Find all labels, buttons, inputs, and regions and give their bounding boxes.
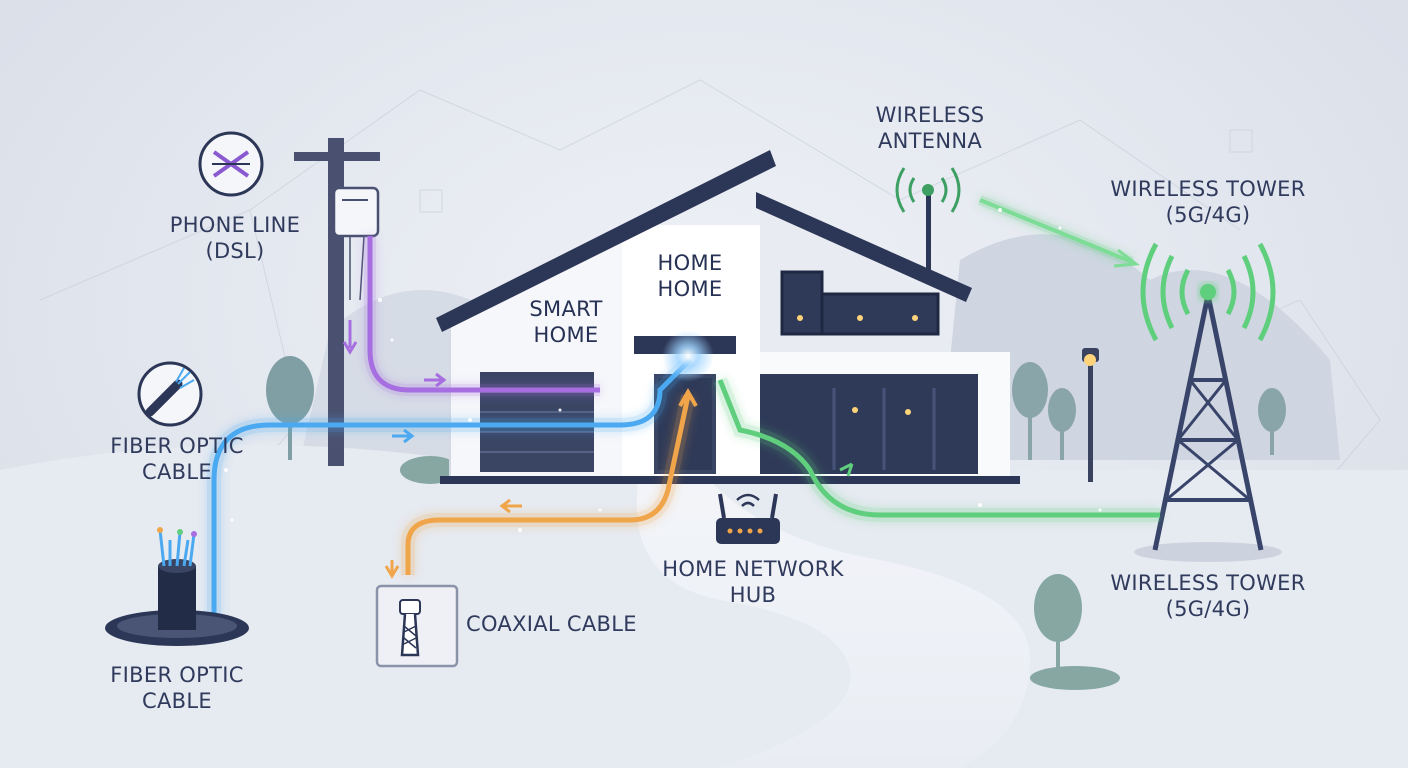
wireless-tower-label-top: WIRELESS TOWER (5G/4G) [1096,176,1320,228]
roof-left [436,150,776,332]
wireless-tower-top-line2: (5G/4G) [1165,203,1251,227]
wireless-connection [713,195,1160,522]
street-lamp [1082,348,1099,482]
coaxial-wall-box [375,584,459,668]
home-home-line1: HOME [657,251,723,275]
trees [266,356,1286,690]
phone-line-icon [198,131,264,197]
home-network-hub-line2: HUB [729,583,777,607]
fiber-connection [207,355,695,630]
smart-home-line1: SMART [529,297,603,321]
phone-line-label: PHONE LINE (DSL) [160,212,310,264]
wireless-tower-top-line1: WIRELESS TOWER [1110,177,1306,201]
wireless-tower-bottom-line2: (5G/4G) [1165,597,1251,621]
roof-right [756,192,972,302]
fiber-optic-label-bottom: FIBER OPTIC CABLE [92,662,262,714]
coaxial-cable-line1: COAXIAL CABLE [466,612,637,636]
router-icon [716,493,780,544]
wireless-antenna-line2: ANTENNA [877,129,983,153]
wireless-tower [1134,242,1282,562]
dsl-connection [342,236,600,396]
home-network-hub-line1: HOME NETWORK [662,557,844,581]
smart-home-line2: HOME [533,323,599,347]
sparkles [224,208,1102,532]
coaxial-connection [384,387,698,579]
hub-glow [662,330,714,382]
fiber-optic-label-top: FIBER OPTIC CABLE [92,433,262,485]
wireless-antenna-label: WIRELESS ANTENNA [855,102,1005,154]
fiber-optic-top-line2: CABLE [142,460,212,484]
coaxial-cable-label: COAXIAL CABLE [466,611,650,637]
fiber-optic-bottom-line1: FIBER OPTIC [110,663,244,687]
smart-home-label: SMART HOME [506,296,626,348]
home-network-hub-label: HOME NETWORK HUB [650,556,856,608]
wireless-antenna [895,167,961,270]
wireless-tower-bottom-line1: WIRELESS TOWER [1110,571,1306,595]
utility-pole [294,138,380,466]
fiber-cable-bundle [105,527,249,646]
fiber-optic-top-line1: FIBER OPTIC [110,434,244,458]
home-home-line2: HOME [657,277,723,301]
phone-line-label-line1: PHONE LINE [169,213,301,237]
phone-line-label-line2: (DSL) [205,239,265,263]
fiber-optic-cable-icon [137,361,203,427]
wireless-antenna-line1: WIRELESS [875,103,985,127]
home-home-label: HOME HOME [630,250,750,302]
fiber-optic-bottom-line2: CABLE [142,689,212,713]
wireless-tower-label-bottom: WIRELESS TOWER (5G/4G) [1096,570,1320,622]
road [636,470,1030,768]
